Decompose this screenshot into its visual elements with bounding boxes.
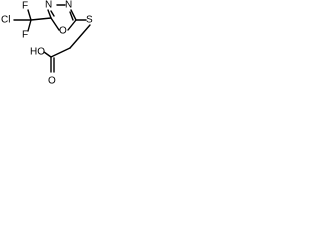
bond-c2-n3-double — [50, 10, 55, 17]
atom-label-n4: N — [65, 0, 72, 11]
atom-label-o-ring: O — [59, 26, 67, 37]
bond-c2-cf2cl — [30, 17, 52, 21]
bond-n4-c5 — [70, 9, 77, 21]
bond-cooh-oh — [43, 51, 52, 58]
atom-label-carbonyl-o: O — [48, 76, 56, 87]
bond-ch2-cooh — [50, 47, 71, 58]
bond-c5-o1 — [67, 19, 77, 31]
bond-s-ch2 — [69, 24, 91, 49]
atom-label-f-bottom: F — [22, 30, 28, 41]
atom-label-hydroxyl: HO — [30, 47, 45, 58]
atom-label-n3: N — [45, 0, 52, 11]
atom-label-s: S — [86, 15, 93, 26]
atom-label-f-top: F — [22, 1, 28, 12]
bond-c2-n3 — [47, 9, 52, 19]
bond-cf2cl-f-top — [27, 9, 32, 21]
chemical-structure-diagram: N N F Cl F O S HO O — [1, 0, 93, 87]
bond-o1-c2 — [50, 17, 60, 31]
bond-n4-c5-double — [69, 11, 74, 21]
bond-cf2cl-f-bottom — [27, 19, 32, 32]
atom-label-cl: Cl — [1, 15, 10, 26]
